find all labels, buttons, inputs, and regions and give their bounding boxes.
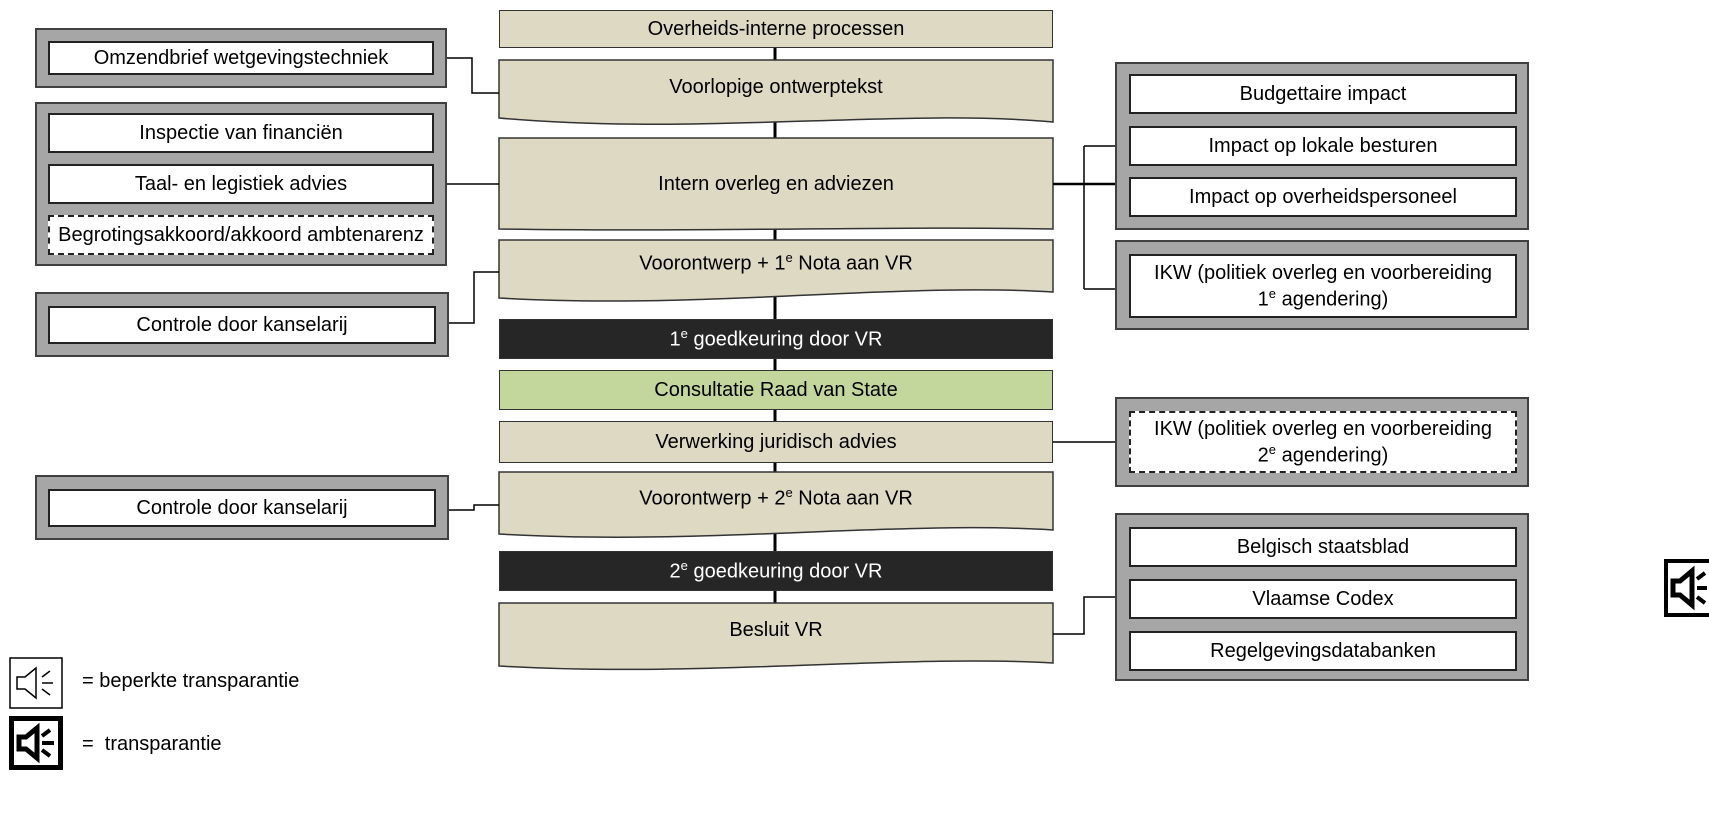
legend-beperkte-transparantie: = beperkte transparantie: [82, 670, 300, 692]
step-besluit-vr: Besluit VR: [499, 603, 1053, 663]
step-overheids-interne-processen: Overheids-interne processen: [499, 10, 1053, 48]
label-part: Voorontwerp + 1: [639, 252, 786, 275]
speaker-full-icon: [9, 716, 63, 770]
item-label: Regelgevingsdatabanken: [1210, 640, 1436, 662]
label-part: IKW (politiek overleg en voorbereiding 2: [1154, 417, 1492, 467]
step-label: 1e goedkeuring door VR: [670, 326, 883, 352]
item-controle-kanselarij-1: Controle door kanselarij: [48, 306, 436, 344]
label-part: goedkeuring door VR: [687, 328, 883, 351]
step-goedkeuring-2: 2e goedkeuring door VR: [499, 551, 1053, 591]
item-impact-lokale-besturen: Impact op lokale besturen: [1129, 126, 1517, 166]
step-voorlopige-ontwerptekst: Voorlopige ontwerptekst: [499, 60, 1053, 120]
label-part: agendering): [1276, 288, 1389, 311]
superscript: e: [785, 250, 793, 266]
step-label: 2e goedkeuring door VR: [670, 558, 883, 584]
doc-shape-intern: [498, 137, 1054, 231]
item-label: Budgettaire impact: [1239, 83, 1407, 105]
superscript: e: [1268, 285, 1277, 301]
label-part: agendering): [1276, 444, 1389, 467]
item-label: Inspectie van financiën: [139, 122, 343, 144]
superscript: e: [680, 558, 688, 574]
label-part: 1: [669, 328, 681, 351]
item-label: Belgisch staatsblad: [1236, 536, 1410, 558]
step-intern-overleg: Intern overleg en adviezen: [499, 138, 1053, 229]
item-label: Omzendbrief wetgevingstechniek: [93, 47, 389, 69]
item-label: Controle door kanselarij: [136, 314, 348, 336]
label-part: Nota aan VR: [792, 252, 913, 275]
step-label: Consultatie Raad van State: [654, 379, 898, 401]
step-label: Verwerking juridisch advies: [655, 431, 897, 453]
item-label: Vlaamse Codex: [1252, 588, 1394, 610]
speaker-limited-icon: [9, 657, 63, 709]
step-voorontwerp-2: Voorontwerp + 2e Nota aan VR: [499, 472, 1053, 532]
step-label: Overheids-interne processen: [647, 18, 905, 40]
item-ikw-2: IKW (politiek overleg en voorbereiding 2…: [1129, 411, 1517, 473]
group-controle-2: Controle door kanselarij: [35, 475, 449, 540]
group-ikw-2: IKW (politiek overleg en voorbereiding 2…: [1115, 397, 1529, 487]
group-impact: Budgettaire impact Impact op lokale best…: [1115, 62, 1529, 230]
item-omzendbrief: Omzendbrief wetgevingstechniek: [48, 41, 434, 75]
superscript: e: [680, 326, 688, 342]
step-label: Besluit VR: [729, 619, 823, 641]
item-label: Begrotingsakkoord/akkoord ambtenarenz: [58, 224, 424, 246]
item-label: IKW (politiek overleg en voorbereiding 2…: [1145, 416, 1501, 469]
step-voorontwerp-1: Voorontwerp + 1e Nota aan VR: [499, 240, 1053, 296]
step-label: Voorontwerp + 2e Nota aan VR: [639, 485, 913, 511]
item-taal-legistiek-advies: Taal- en legistiek advies: [48, 164, 434, 204]
step-goedkeuring-1: 1e goedkeuring door VR: [499, 319, 1053, 359]
item-inspectie-financien: Inspectie van financiën: [48, 113, 434, 153]
doc-shape-voorlopige: [498, 59, 1054, 125]
step-label: Voorlopige ontwerptekst: [669, 76, 883, 98]
item-belgisch-staatsblad: Belgisch staatsblad: [1129, 527, 1517, 567]
step-consultatie-raad-van-state: Consultatie Raad van State: [499, 370, 1053, 410]
legend-transparantie: = transparantie: [82, 733, 222, 755]
step-label: Voorontwerp + 1e Nota aan VR: [639, 250, 913, 276]
item-label: Taal- en legistiek advies: [134, 173, 348, 195]
item-budgettaire-impact: Budgettaire impact: [1129, 74, 1517, 114]
item-vlaamse-codex: Vlaamse Codex: [1129, 579, 1517, 619]
label-part: IKW (politiek overleg en voorbereiding 1: [1154, 261, 1492, 311]
group-ikw-1: IKW (politiek overleg en voorbereiding 1…: [1115, 240, 1529, 330]
label-part: goedkeuring door VR: [687, 560, 883, 583]
superscript: e: [785, 485, 793, 501]
group-publicatie: Belgisch staatsblad Vlaamse Codex Regelg…: [1115, 513, 1529, 681]
group-omzendbrief: Omzendbrief wetgevingstechniek: [35, 28, 447, 88]
item-label: Impact op overheidspersoneel: [1189, 186, 1457, 208]
speaker-full-icon: [1664, 559, 1709, 617]
doc-shape-voorontwerp2: [498, 471, 1054, 538]
group-adviezen: Inspectie van financiën Taal- en legisti…: [35, 102, 447, 266]
label-part: 2: [669, 560, 681, 583]
label-part: Nota aan VR: [792, 487, 913, 510]
item-controle-kanselarij-2: Controle door kanselarij: [48, 489, 436, 527]
item-ikw-1: IKW (politiek overleg en voorbereiding 1…: [1129, 254, 1517, 318]
step-label: Intern overleg en adviezen: [658, 172, 894, 195]
label-part: Voorontwerp + 2: [639, 487, 786, 510]
item-begrotingsakkoord: Begrotingsakkoord/akkoord ambtenarenz: [48, 215, 434, 255]
item-label: IKW (politiek overleg en voorbereiding 1…: [1145, 260, 1501, 313]
doc-shape-voorontwerp1: [498, 239, 1054, 302]
item-label: Impact op lokale besturen: [1208, 135, 1438, 157]
item-regelgevingsdatabanken: Regelgevingsdatabanken: [1129, 631, 1517, 671]
step-verwerking-juridisch-advies: Verwerking juridisch advies: [499, 421, 1053, 463]
superscript: e: [1268, 441, 1277, 457]
item-impact-overheidspersoneel: Impact op overheidspersoneel: [1129, 177, 1517, 217]
group-controle-1: Controle door kanselarij: [35, 292, 449, 357]
item-label: Controle door kanselarij: [136, 497, 348, 519]
doc-shape-besluit: [498, 602, 1054, 671]
